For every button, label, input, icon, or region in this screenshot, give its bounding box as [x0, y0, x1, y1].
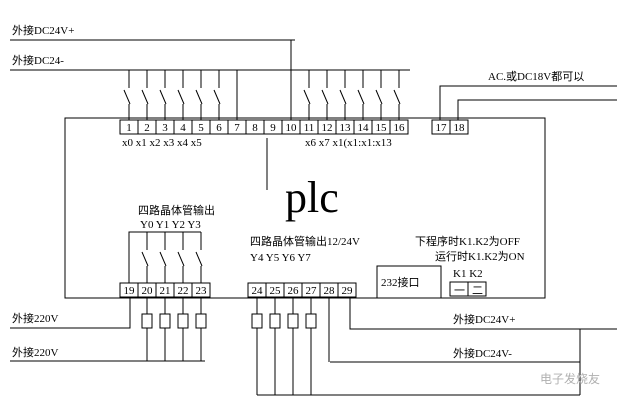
input-labels-row1: x0 x1 x2 x3 x4 x5 [122, 137, 202, 149]
input-switch-1-blade [141, 89, 149, 105]
input-switch-10-blade [303, 89, 311, 105]
terminal-22-label: 22 [178, 285, 189, 297]
transistor-output-label-a: 四路晶体管输出 [138, 203, 215, 217]
k-switch-labels: K1 K2 [453, 268, 483, 280]
y-group-b-label: Y4 Y5 Y6 Y7 [250, 252, 311, 264]
program-note-label: 下程序时K1.K2为OFF [415, 234, 520, 248]
ac-wire-17 [439, 85, 617, 120]
terminal-16-label: 16 [394, 122, 406, 134]
terminal-18 [449, 119, 469, 135]
terminal-9-label: 9 [270, 122, 276, 134]
output-switch-1-blade [141, 251, 149, 267]
terminal-18-label: 18 [454, 122, 466, 134]
input-switch-4-blade [195, 89, 203, 105]
ext220-a-label: 外接220V [12, 312, 58, 325]
input-switch-11-blade [321, 89, 329, 105]
terminal-5-label: 5 [198, 122, 204, 134]
dc24-minus-bottom-label: 外接DC24V- [453, 347, 512, 360]
load-b-0 [251, 313, 263, 329]
input-switch-5-blade [213, 89, 221, 105]
loads-group-a [141, 297, 207, 361]
terminal-7-label: 7 [234, 122, 240, 134]
terminal-23-label: 23 [196, 285, 208, 297]
terminal-19-label: 19 [124, 285, 136, 297]
output-switch-2-blade [159, 251, 167, 267]
bottom-terminal-strip-a: 19 20 21 22 23 [119, 282, 211, 298]
terminal-8-label: 8 [252, 122, 258, 134]
input-switch-2-blade [159, 89, 167, 105]
rs232-port [376, 265, 442, 299]
load-a-4 [195, 313, 207, 329]
run-note-label: 运行时K1.K2为ON [435, 250, 525, 263]
input-switch-3-blade [177, 89, 185, 105]
input-switches-x6-x13 [290, 40, 401, 120]
terminal-11-label: 11 [304, 122, 315, 134]
terminal-29 [337, 282, 357, 298]
terminal-13-label: 13 [340, 122, 352, 134]
load-b-1 [269, 313, 281, 329]
terminal-1-label: 1 [126, 122, 132, 134]
load-a-3 [177, 313, 189, 329]
terminal-10-label: 10 [286, 122, 298, 134]
bottom-terminal-strip-b: 24 25 26 27 28 29 [247, 282, 357, 298]
terminal-2-label: 2 [144, 122, 150, 134]
terminal-24-label: 24 [252, 285, 264, 297]
dc24-plus-bottom-wire [349, 298, 617, 330]
terminal-27-label: 27 [306, 285, 318, 297]
terminal-29-label: 29 [342, 285, 354, 297]
terminal-4-label: 4 [180, 122, 186, 134]
output-switches-y0-y3 [128, 231, 203, 283]
input-switch-15-blade [393, 89, 401, 105]
dc24-plus-top-label: 外接DC24V+ [12, 24, 74, 37]
terminal-28-label: 28 [324, 285, 336, 297]
terminal-6-label: 6 [216, 122, 222, 134]
plc-title: plc [285, 173, 339, 222]
output-switch-3-blade [177, 251, 185, 267]
input-switches-x0-x5 [123, 70, 238, 120]
k1-switch-label: 一 [454, 285, 465, 297]
input-switch-13-blade [357, 89, 365, 105]
terminal-26-label: 26 [288, 285, 300, 297]
dc24-minus-top-label: 外接DC24- [12, 54, 64, 67]
input-labels-row2: x6 x7 x1(x1:x1:x13 [305, 137, 392, 149]
ext220-a-wire [10, 298, 131, 329]
output-switch-4-blade [195, 251, 203, 267]
loads-group-b [251, 297, 330, 395]
output-common-wire [128, 231, 201, 283]
terminal-15-label: 15 [376, 122, 388, 134]
load-b-3 [305, 313, 317, 329]
y-group-a-label: Y0 Y1 Y2 Y3 [140, 219, 201, 231]
input-switch-0-blade [123, 89, 131, 105]
plc-body [64, 117, 546, 299]
terminal-3-label: 3 [162, 122, 168, 134]
transistor-output-label-b: 四路晶体管输出12/24V [250, 234, 360, 248]
ext220-b-label: 外接220V [12, 346, 58, 359]
load-a-2 [159, 313, 171, 329]
terminal-14-label: 14 [358, 122, 370, 134]
input-switch-14-blade [375, 89, 383, 105]
input-switch-12-blade [339, 89, 347, 105]
k2-switch-label: 二 [472, 285, 483, 297]
terminal-20-label: 20 [142, 285, 154, 297]
ac-note-label: AC.或DC18V都可以 [488, 70, 584, 83]
watermark-text: 电子发烧友 [540, 371, 600, 386]
terminal-12-label: 12 [322, 122, 333, 134]
load-a-1 [141, 313, 153, 329]
terminal-21-label: 21 [160, 285, 171, 297]
dc24-plus-bottom-label: 外接DC24V+ [453, 313, 515, 326]
load-b-2 [287, 313, 299, 329]
terminal-25-label: 25 [270, 285, 282, 297]
k2-switch [467, 281, 487, 297]
terminal-17-label: 17 [436, 122, 448, 134]
ac-wire-18 [457, 99, 617, 120]
rs232-port-label: 232接口 [381, 276, 420, 289]
